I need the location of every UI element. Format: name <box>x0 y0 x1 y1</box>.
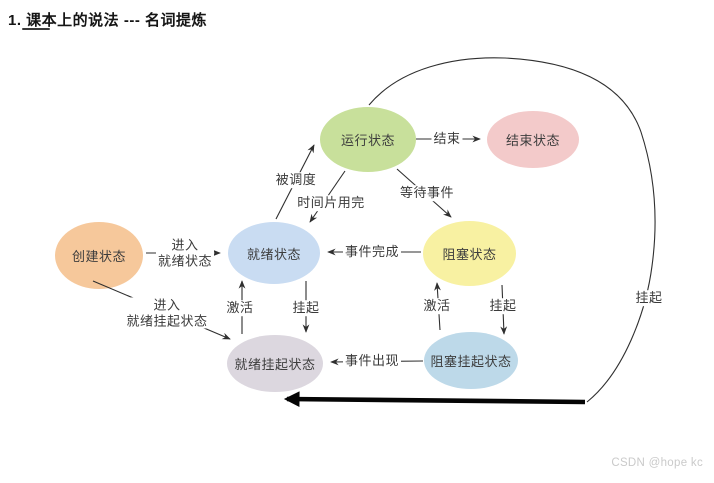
edge-label-suspend-ready: 挂起 <box>290 300 322 316</box>
edge-label-event-occur: 事件出现 <box>342 353 402 369</box>
edge-label-wait-event: 等待事件 <box>397 185 457 201</box>
thick-return-arrow <box>283 391 586 407</box>
edge-label-suspend-running: 挂起 <box>633 290 665 306</box>
node-end-label: 结束状态 <box>505 133 560 148</box>
edge-label-enter-ready-suspended: 进入 就绪挂起状态 <box>124 297 210 329</box>
node-ready-suspended-state: 就绪挂起状态 <box>227 335 323 392</box>
edge-label-scheduled: 被调度 <box>273 172 319 188</box>
node-end-state: 结束状态 <box>487 111 579 168</box>
node-blocked-suspended-state: 阻塞挂起状态 <box>424 332 518 389</box>
edge-label-activate-blocked: 激活 <box>421 298 453 314</box>
csdn-watermark: CSDN @hope kc <box>611 457 703 469</box>
node-running-label: 运行状态 <box>340 133 395 148</box>
edge-label-event-done: 事件完成 <box>342 244 402 260</box>
edge-label-activate-ready: 激活 <box>224 300 256 316</box>
edge-label-enter-ready: 进入 就绪状态 <box>155 237 215 269</box>
node-ready-label: 就绪状态 <box>246 246 301 262</box>
node-blocked-state: 阻塞状态 <box>423 221 516 286</box>
node-create-state: 创建状态 <box>55 222 143 289</box>
page-title: 1. 课本上的说法 --- 名词提炼 <box>8 12 207 29</box>
node-create-label: 创建状态 <box>71 249 126 264</box>
edge-label-timeslice-used: 时间片用完 <box>295 195 367 211</box>
node-blocked-label: 阻塞状态 <box>442 247 497 262</box>
node-ready-state: 就绪状态 <box>228 222 320 284</box>
node-running-state: 运行状态 <box>320 107 416 172</box>
node-blocked-suspended-label: 阻塞挂起状态 <box>430 354 512 369</box>
edge-label-finish: 结束 <box>431 131 463 147</box>
title-underline-mark <box>22 28 50 30</box>
node-ready-suspended-label: 就绪挂起状态 <box>234 357 316 372</box>
edge-label-suspend-blocked: 挂起 <box>487 298 519 314</box>
